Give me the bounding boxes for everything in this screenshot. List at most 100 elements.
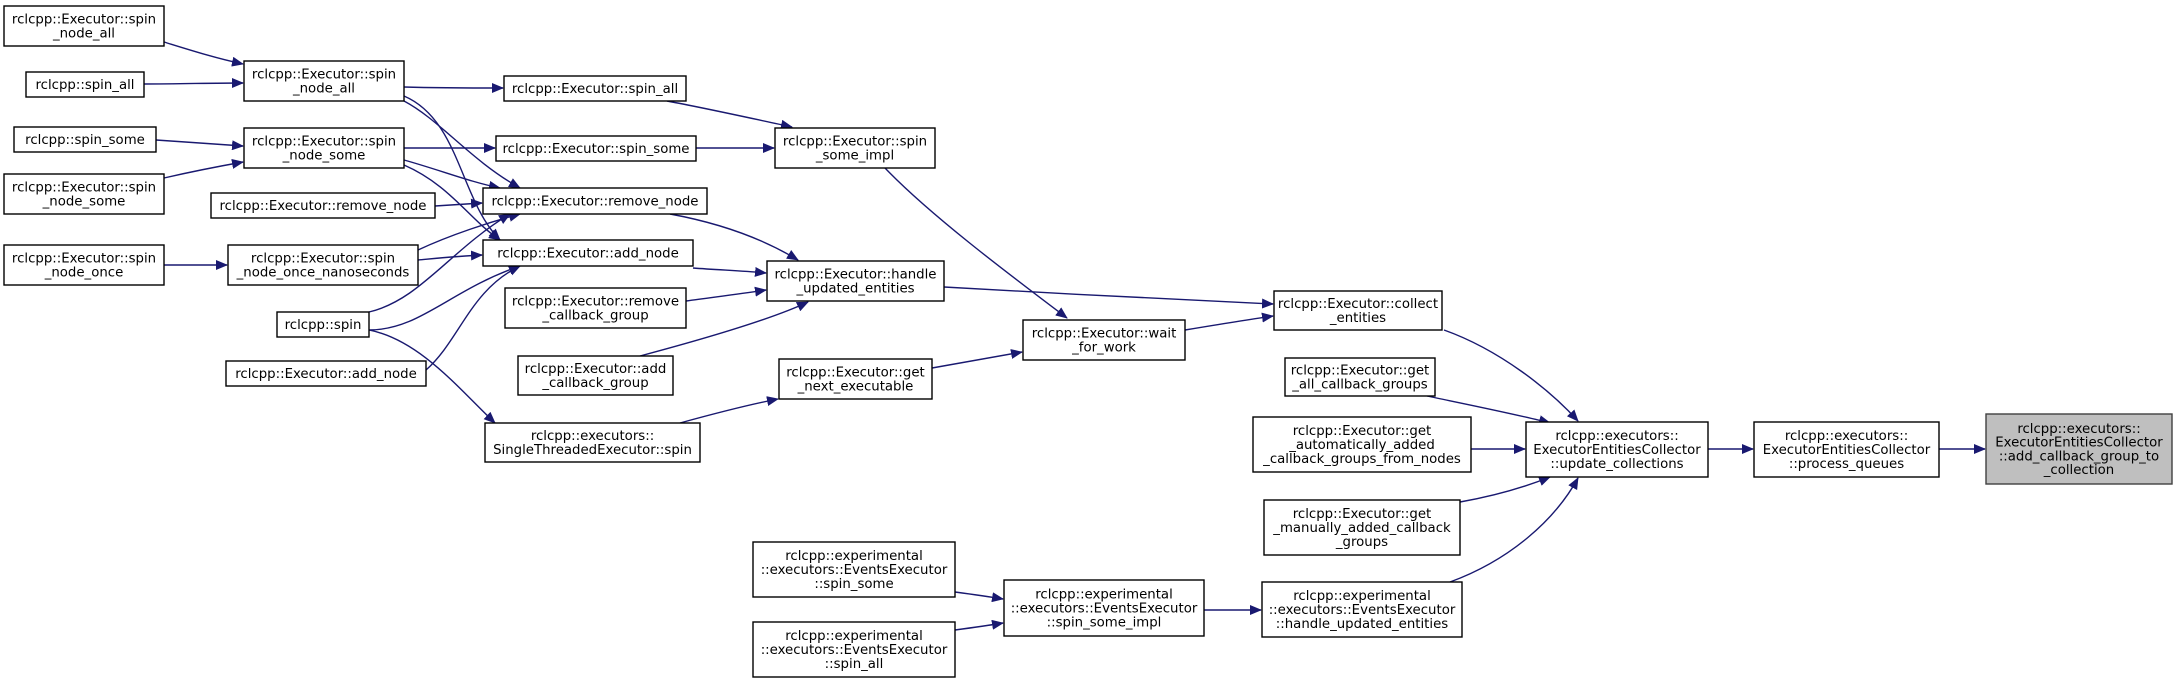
node-label-line: _node_some [42,194,126,209]
edge-spin_node_some_2-to-spin_node_some [163,159,244,179]
node-spin-node-some-2[interactable]: rclcpp::Executor::spin_node_some [3,173,165,215]
node-ee-spin-some[interactable]: rclcpp::experimental::executors::EventsE… [752,541,956,598]
node-box [1003,579,1205,637]
edge-line [403,159,501,191]
node-label-line: rclcpp::Executor::get [786,366,925,381]
node-remove-cbg[interactable]: rclcpp::Executor::remove_callback_group [504,287,687,329]
edge-ee_handle-to-update_collections [1449,477,1579,583]
node-box [1284,357,1436,397]
edge-line [155,139,244,151]
node-label-line: ::handle_updated_entities [1276,617,1448,632]
node-box [495,135,697,162]
edge-wait_for_work-to-collect_entities [1184,312,1274,331]
node-spin-node-all[interactable]: rclcpp::Executor::spin_node_all [243,60,405,102]
node-process-queues[interactable]: rclcpp::executors::ExecutorEntitiesColle… [1753,421,1940,478]
node-box [752,541,956,598]
edge-line [368,264,521,331]
node-handle-updated[interactable]: rclcpp::Executor::handle_updated_entitie… [766,260,945,302]
edge-spin-to-ste_spin [368,329,496,424]
node-spin-some-impl[interactable]: rclcpp::Executor::spin_some_impl [774,127,936,169]
node-label-line: _callback_group [541,376,648,391]
node-update-collections[interactable]: rclcpp::executors::ExecutorEntitiesColle… [1525,421,1709,478]
edge-spin_some_impl-to-wait_for_work [884,167,1068,319]
node-label-line: ::executors::EventsExecutor [761,563,948,578]
node-collect-entities[interactable]: rclcpp::Executor::collect_entities [1273,290,1443,331]
edge-line [931,349,1023,369]
node-box [503,75,687,102]
node-label-line: rclcpp::Executor::spin [252,68,396,83]
node-label-line: rclcpp::executors:: [1785,429,1908,444]
node-box [3,244,165,286]
node-spin-node-all-2[interactable]: rclcpp::Executor::spin_node_all [3,5,165,47]
edge-line [368,329,496,424]
node-get-auto-cbg[interactable]: rclcpp::Executor::get_automatically_adde… [1252,416,1472,473]
node-remove-node-caller[interactable]: rclcpp::Executor::remove_node [210,192,436,219]
node-add-node-b[interactable]: rclcpp::Executor::add_node [225,360,427,387]
node-get-next-exec[interactable]: rclcpp::Executor::get_next_executable [778,358,933,400]
node-get-all-cbg[interactable]: rclcpp::Executor::get_all_callback_group… [1284,357,1436,397]
edge-line [943,286,1274,309]
node-ste-spin[interactable]: rclcpp::executors::SingleThreadedExecuto… [484,422,701,463]
node-spin-node-once[interactable]: rclcpp::Executor::spin_node_once [3,244,165,286]
node-box [766,260,945,302]
node-spin-some-exec[interactable]: rclcpp::Executor::spin_some [495,135,697,162]
node-label-line: _updated_entities [795,281,914,296]
node-label-line: _collection [2043,463,2114,478]
node-spin-node-some[interactable]: rclcpp::Executor::spin_node_some [243,127,405,169]
node-label-line: ::executors::EventsExecutor [1011,602,1198,617]
node-box [210,192,436,219]
edge-spin_node_all-to-spin_all_exec [403,82,504,93]
node-focus[interactable]: rclcpp::executors::ExecutorEntitiesColle… [1985,413,2173,485]
edge-spin-to-remove_node [368,213,511,313]
node-label-line: rclcpp::Executor::add [525,362,667,377]
node-spin[interactable]: rclcpp::spin [276,311,370,338]
node-box [1525,421,1709,478]
edge-get_manual_cbg-to-update_collections [1459,476,1551,503]
edge-spin_node_once_ns-to-add_node_a [417,250,483,261]
edge-handle_updated-to-collect_entities [943,286,1274,309]
node-label-line: _node_once_nanoseconds [236,265,410,280]
node-remove-node[interactable]: rclcpp::Executor::remove_node [482,187,708,215]
node-ee-handle[interactable]: rclcpp::experimental::executors::EventsE… [1261,581,1463,638]
node-box [484,422,701,463]
edge-line [163,159,244,179]
node-label-line: _groups [1335,535,1388,550]
node-box [504,287,687,329]
edge-line [1443,329,1579,422]
edge-line [163,41,244,67]
edge-add_node_b-to-add_node_a [425,265,521,371]
node-ee-spin-all[interactable]: rclcpp::experimental::executors::EventsE… [752,621,956,678]
node-label-line: rclcpp::Executor::get [1293,424,1432,439]
edge-add_node_a-to-handle_updated [692,266,767,277]
node-spin-all-exec[interactable]: rclcpp::Executor::spin_all [503,75,687,102]
edges [143,41,1986,631]
node-box [1261,581,1463,638]
node-box [1022,319,1186,361]
edge-line [666,100,793,130]
node-label-line: ::spin_all [825,657,884,672]
node-spin-all[interactable]: rclcpp::spin_all [25,71,145,98]
node-wait-for-work[interactable]: rclcpp::Executor::wait_for_work [1022,319,1186,361]
node-box [3,173,165,215]
node-label-line: ::process_queues [1789,457,1904,472]
edge-ee_spin_some-to-ee_spin_some_impl [954,591,1004,603]
node-add-cbg[interactable]: rclcpp::Executor::add_callback_group [517,355,674,396]
node-label-line: rclcpp::Executor::remove [512,295,679,310]
node-spin-some[interactable]: rclcpp::spin_some [13,126,157,153]
node-label-line: _node_some [282,148,366,163]
node-label-line: ::spin_some [814,577,893,592]
node-spin-node-once-ns[interactable]: rclcpp::Executor::spin_node_once_nanosec… [227,244,419,286]
edge-spin-to-add_node_a [368,264,521,331]
node-box [1985,413,2173,485]
node-get-manual-cbg[interactable]: rclcpp::Executor::get_manually_added_cal… [1263,499,1461,556]
node-box [1753,421,1940,478]
edge-line [143,78,244,89]
edge-line [1449,477,1579,583]
edge-spin_node_all_2-to-spin_node_all [163,41,244,67]
node-add-node-a[interactable]: rclcpp::Executor::add_node [482,239,694,267]
node-label-line: rclcpp::experimental [1293,589,1431,604]
node-label-line: _for_work [1071,340,1136,355]
edge-collect_entities-to-update_collections [1443,329,1579,422]
node-ee-spin-some-impl[interactable]: rclcpp::experimental::executors::EventsE… [1003,579,1205,637]
edge-spin_node_some-to-add_node_a [403,164,501,241]
